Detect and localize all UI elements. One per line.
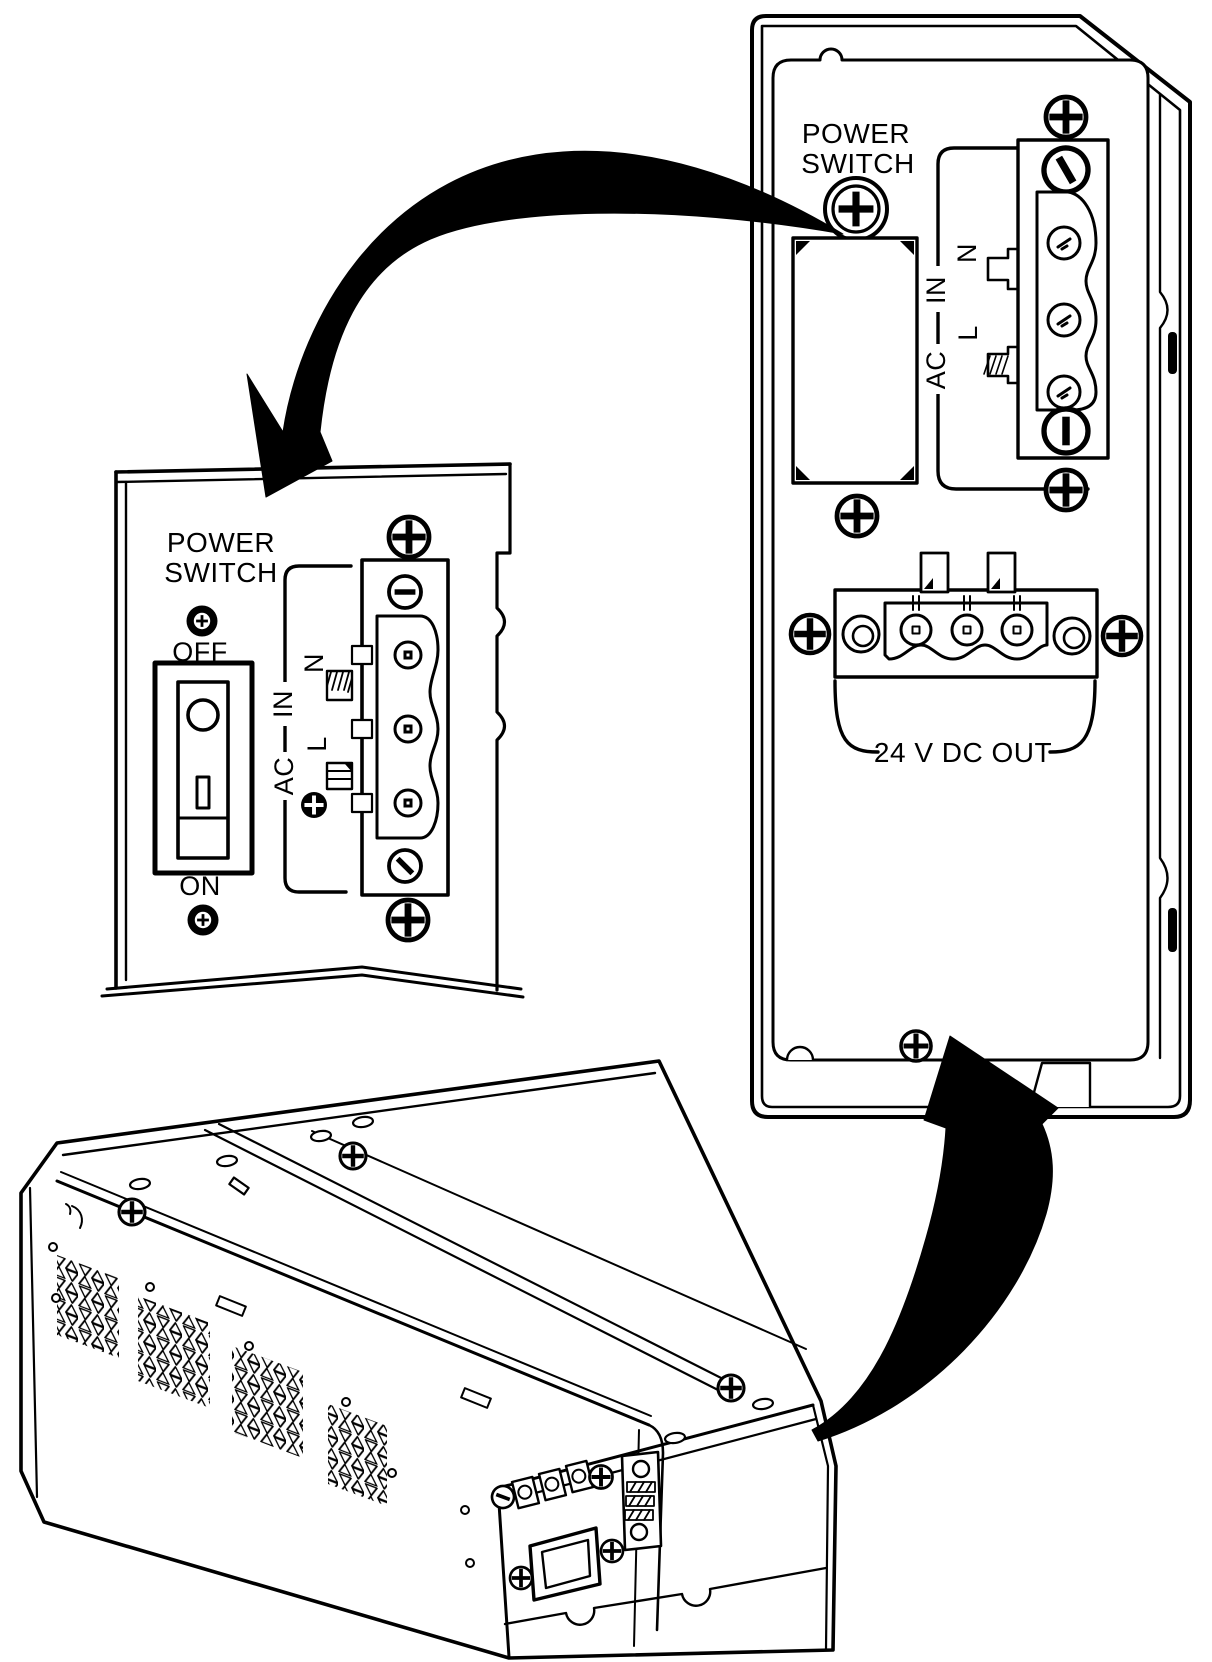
phillips-screw [599, 1538, 625, 1564]
din-rail-edge-profile [1158, 92, 1169, 1060]
phillips-screw [899, 1029, 933, 1063]
lid-far-edge [311, 1130, 807, 1350]
bottom-cable-notch [785, 1045, 815, 1062]
phillips-screw [117, 1197, 147, 1227]
phillips-screw [508, 1565, 534, 1591]
rear-dc-connector [620, 1450, 663, 1552]
rear-foot-scallops [503, 1566, 828, 1626]
label-backing [269, 682, 298, 726]
corner-column-edge [647, 1423, 665, 1632]
panel-top-edge-inner [114, 472, 508, 484]
dc-output-label: 24 V DC OUT [874, 737, 1052, 768]
indicator-rivet [187, 904, 219, 936]
rear-switch-cutout [528, 1526, 602, 1602]
ac-label: AC [269, 757, 299, 796]
line-terminal-label: L [302, 736, 332, 752]
ac-input-terminal-block [350, 517, 450, 940]
rocker-on-bar [195, 775, 211, 810]
bottom-step [1028, 1061, 1092, 1109]
dc-connector-tab [919, 551, 950, 594]
power-switch-label-line2: SWITCH [801, 148, 914, 179]
indicator-rivet [186, 605, 218, 637]
rear-panel-view: POWER SWITCH N IN L AC [750, 14, 1192, 1119]
side-holes [48, 1242, 492, 1568]
rear-panel-frame-inner-line [760, 24, 1182, 1109]
rear-face-left-edge [496, 1486, 511, 1659]
side-slot [1168, 908, 1177, 952]
line-terminal-label: L [953, 325, 983, 341]
lid-front-edge-inner [60, 1171, 652, 1417]
phillips-screw-large [823, 176, 889, 242]
ac-input-bracket [283, 564, 353, 894]
rear-face-right-edge [811, 1403, 830, 1651]
power-switch-label-line1: POWER [167, 527, 275, 558]
install-callout-arrow [811, 1035, 1059, 1442]
rocker-off-dot [186, 698, 220, 732]
neutral-terminal-label: N [952, 243, 982, 263]
on-label: ON [179, 871, 221, 901]
vent-pattern [57, 1255, 387, 1506]
dc-output-brace [833, 679, 1097, 754]
latch-detail [65, 1203, 83, 1229]
panel-bottom-edge [105, 965, 523, 991]
panel-bottom-edge-inner [100, 973, 525, 999]
isometric-chassis-view [19, 1059, 838, 1660]
lid-front-edge [55, 1179, 651, 1427]
phillips-screw [837, 496, 877, 536]
mounting-hole [841, 614, 881, 654]
rocker-switch [152, 660, 255, 876]
side-slot [1168, 332, 1177, 374]
dc-connector-tab [986, 551, 1017, 594]
phillips-screw [716, 1373, 746, 1403]
mounting-hole [1052, 616, 1092, 656]
lid-back-edge [61, 1071, 657, 1157]
ac-input-bracket [936, 146, 1090, 491]
power-switch-label-line1: POWER [802, 118, 910, 149]
panel-right-edge [495, 462, 512, 992]
power-switch-label-line2: SWITCH [164, 557, 277, 588]
ac-label: AC [921, 351, 951, 390]
phillips-screw [338, 1141, 368, 1171]
ground-screw [301, 792, 327, 818]
ac-in-label: IN [921, 276, 951, 304]
ac-input-prong-n [325, 669, 354, 702]
power-switch-cover-plate [791, 236, 919, 485]
label-backing [922, 266, 951, 312]
detail-callout-arrow [246, 150, 844, 498]
label-backing [270, 752, 299, 800]
ac-input-terminal-block [1016, 97, 1110, 510]
rear-ac-terminal-tabs [487, 1459, 614, 1513]
dc-output-connector [791, 551, 1141, 679]
power-switch-detail-view: POWER SWITCH OFF ON N IN L AC [100, 462, 525, 999]
lid-center-ridge [203, 1122, 737, 1394]
ac-input-prong-l [325, 761, 354, 791]
neutral-terminal-label: N [299, 653, 329, 673]
left-end-edge [28, 1186, 39, 1499]
ac-in-label: IN [268, 690, 298, 718]
lid-hardware [128, 1115, 775, 1445]
label-backing [922, 344, 951, 394]
